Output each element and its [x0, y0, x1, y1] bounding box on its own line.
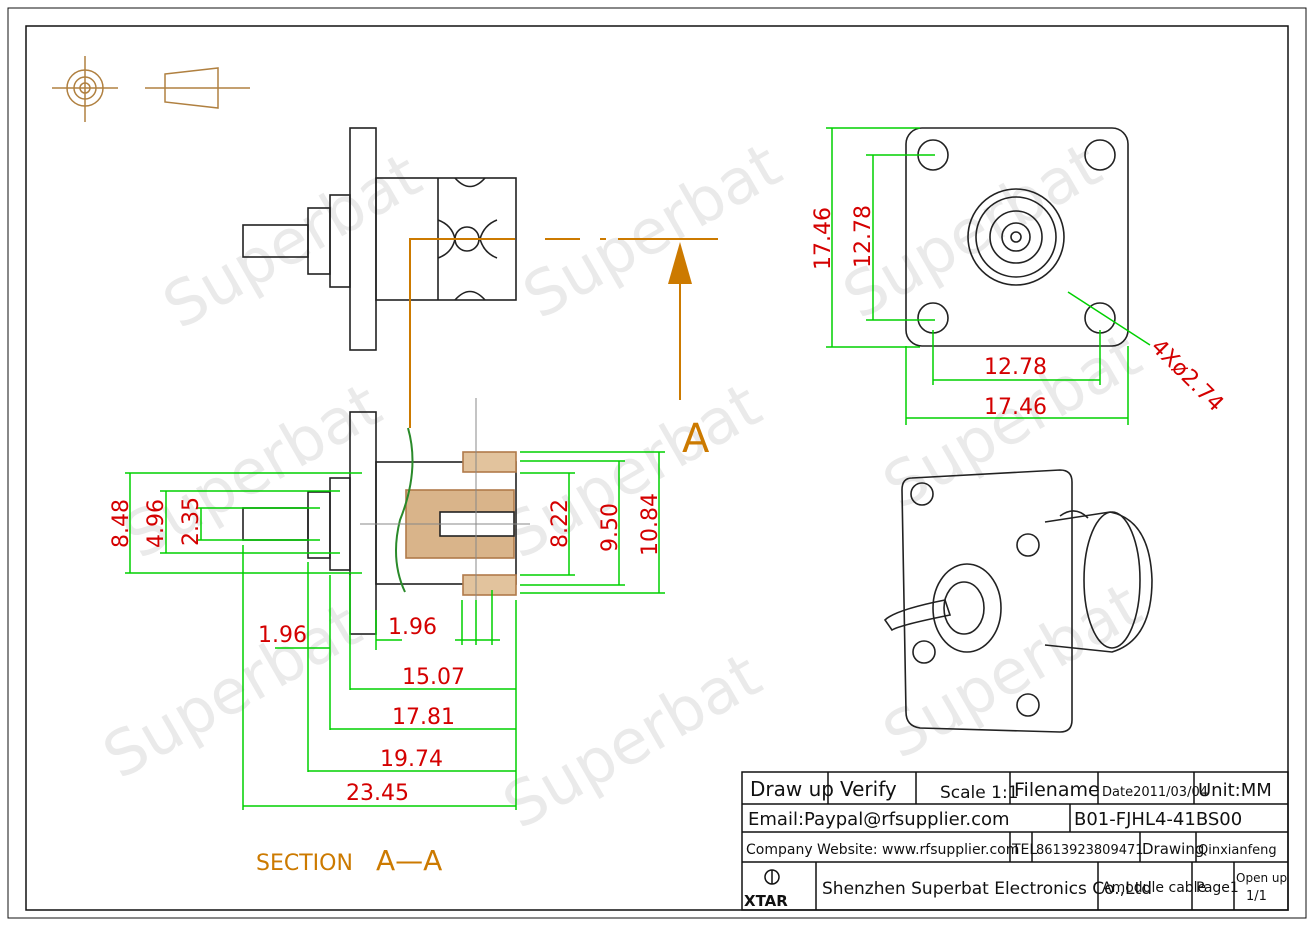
- tb-drawing-label: Drawing: [1142, 840, 1204, 858]
- tb-tel-label: TEL: [1011, 842, 1037, 858]
- section-dimension-labels: 8.48 4.96 2.35 8.22 9.50 10.84 1.96 1.96…: [109, 493, 663, 806]
- section-dimension-lines: [125, 451, 665, 810]
- dim-8-22: 8.22: [548, 499, 573, 548]
- tb-filename: Filename: [1014, 779, 1100, 801]
- tb-tel: 8613923809471: [1036, 843, 1144, 858]
- tb-product: Amodule cable: [1102, 880, 1206, 896]
- title-block-text: Draw up Verify Scale 1:1 Filename Date20…: [744, 777, 1287, 910]
- tb-date: Date2011/03/04: [1102, 785, 1208, 800]
- dim-17-81: 17.81: [392, 705, 455, 730]
- dim-9-50: 9.50: [598, 503, 623, 552]
- dim-2-35: 2.35: [179, 497, 204, 546]
- svg-text:Superbat: Superbat: [491, 638, 773, 843]
- svg-text:Superbat: Superbat: [491, 368, 773, 573]
- title-block: [741, 771, 1289, 911]
- xtar-logo-icon: [764, 869, 780, 885]
- projection-symbol-icon: [52, 56, 250, 122]
- tb-page: Page1: [1196, 880, 1239, 896]
- tb-website: Company Website: www.rfsupplier.com: [746, 842, 1019, 858]
- dim-23-45: 23.45: [346, 781, 409, 806]
- dim-17-46-v: 17.46: [811, 207, 836, 270]
- side-view-top: [242, 127, 517, 351]
- front-view: [905, 127, 1129, 347]
- tb-draw-up: Draw up: [750, 777, 834, 801]
- tb-open-up: Open up: [1236, 871, 1287, 885]
- dim-15-07: 15.07: [402, 665, 465, 690]
- dim-8-48: 8.48: [109, 499, 134, 548]
- dim-12-78-v: 12.78: [851, 205, 876, 268]
- section-line: [409, 238, 718, 428]
- dim-hole-diameter: 4Xø2.74: [1146, 335, 1228, 417]
- watermarks: Superbat Superbat Superbat Superbat Supe…: [91, 128, 1153, 843]
- tb-logo-text: XTAR: [744, 892, 788, 910]
- dim-19-74: 19.74: [380, 747, 443, 772]
- tb-company: Shenzhen Superbat Electronics Co.,Ltd: [822, 879, 1152, 899]
- tb-part-number: B01-FJHL4-41BS00: [1074, 809, 1242, 830]
- outer-frame: [7, 7, 1307, 919]
- dim-10-84: 10.84: [638, 493, 663, 556]
- section-letters: A—A: [376, 844, 442, 877]
- svg-text:Superbat: Superbat: [871, 568, 1153, 773]
- tb-verify: Verify: [840, 777, 897, 801]
- section-marker-label: A: [682, 416, 710, 462]
- tb-open-number: 1/1: [1246, 889, 1267, 904]
- front-dimension-lines: [826, 127, 1151, 425]
- isometric-view: [883, 469, 1153, 733]
- section-title: SECTION: [256, 851, 353, 876]
- dim-1-96-b: 1.96: [388, 615, 437, 640]
- tb-scale: Scale 1:1: [940, 783, 1019, 803]
- tb-drawer: Qinxianfeng: [1198, 843, 1277, 858]
- svg-text:Superbat: Superbat: [511, 128, 793, 333]
- section-view: [242, 398, 530, 635]
- dim-1-96-a: 1.96: [258, 623, 307, 648]
- tb-unit: Unit:MM: [1198, 780, 1272, 801]
- svg-text:Superbat: Superbat: [151, 138, 433, 343]
- dim-4-96: 4.96: [144, 499, 169, 548]
- svg-text:Superbat: Superbat: [871, 318, 1153, 523]
- dim-17-46-h: 17.46: [984, 395, 1047, 420]
- tb-email: Email:Paypal@rfsupplier.com: [748, 809, 1010, 830]
- dim-12-78-h: 12.78: [984, 355, 1047, 380]
- drawing-border: [25, 25, 1289, 911]
